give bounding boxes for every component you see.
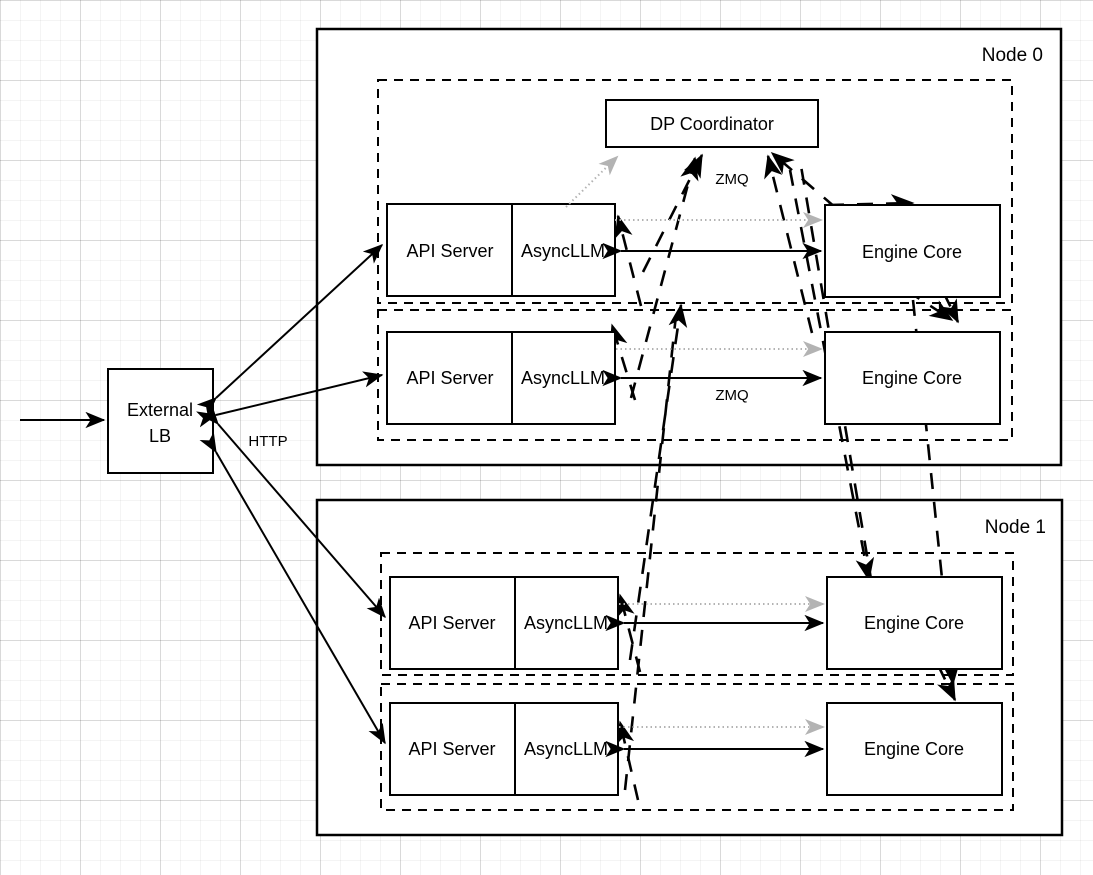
lb-to-node1-group1-link	[199, 431, 386, 745]
node0-group1-apiserver-box[interactable]	[386, 331, 616, 425]
node1-group0-apiserver-box[interactable]	[389, 576, 619, 670]
node0-group0-asyncllm-label: AsyncLLM	[521, 241, 605, 261]
node0-group1-enginecore-box[interactable]	[824, 331, 1001, 425]
node1-group0-asyncllm-label: AsyncLLM	[524, 613, 608, 633]
dashed-node1-asyncllm0-to-coordinator	[628, 303, 688, 661]
node1-group1-enginecore-label: Engine Core	[864, 739, 964, 759]
dashed-into-asyncllm0	[614, 214, 643, 307]
dashed-node1-asyncllm1-to-coordinator	[623, 314, 678, 791]
dashed-into-node1-asyncllm1	[615, 720, 640, 801]
node0-group1-enginecore-label: Engine Core	[862, 368, 962, 388]
node0-label: Node 0	[982, 45, 1043, 66]
dashed-into-node1-asyncllm0	[616, 593, 642, 673]
node0-group0-zmq-label: ZMQ	[715, 171, 748, 188]
node0-group0-apiserver-box[interactable]	[386, 203, 616, 297]
node0-group0-dotted-coordinator-link	[565, 155, 619, 208]
node1-group1-enginecore-box[interactable]	[826, 702, 1003, 796]
node1-group1-asyncllm-label: AsyncLLM	[524, 739, 608, 759]
dp-coordinator-label: DP Coordinator	[650, 114, 774, 134]
node0-group0-enginecore-box[interactable]	[824, 204, 1001, 298]
node1-group1-apiserver-label: API Server	[408, 739, 495, 759]
node0-group1-asyncllm-label: AsyncLLM	[521, 368, 605, 388]
external-lb-box[interactable]	[107, 368, 214, 474]
node0-group0-container	[377, 79, 1013, 304]
dashed-node1-ec0-to-ec1	[936, 664, 957, 702]
node0-group1-zmq-label: ZMQ	[715, 387, 748, 404]
external-lb-label-line1: External	[127, 400, 193, 420]
node0-group1-apiserver-label: API Server	[406, 368, 493, 388]
node0-group0-apiserver-label: API Server	[406, 241, 493, 261]
dashed-asyncllm1-to-coordinator	[629, 156, 699, 399]
node1-label: Node 1	[985, 517, 1046, 538]
node0-group0-enginecore-label: Engine Core	[862, 242, 962, 262]
dp-coordinator-box[interactable]	[605, 99, 819, 148]
dashed-asyncllm0-to-coordinator	[641, 153, 704, 273]
http-label: HTTP	[248, 433, 287, 450]
node1-group0-enginecore-box[interactable]	[826, 576, 1003, 670]
external-lb-label-line2: LB	[149, 426, 171, 446]
node1-group0-enginecore-label: Engine Core	[864, 613, 964, 633]
node1-group0-apiserver-label: API Server	[408, 613, 495, 633]
node1-group1-container	[380, 683, 1014, 811]
